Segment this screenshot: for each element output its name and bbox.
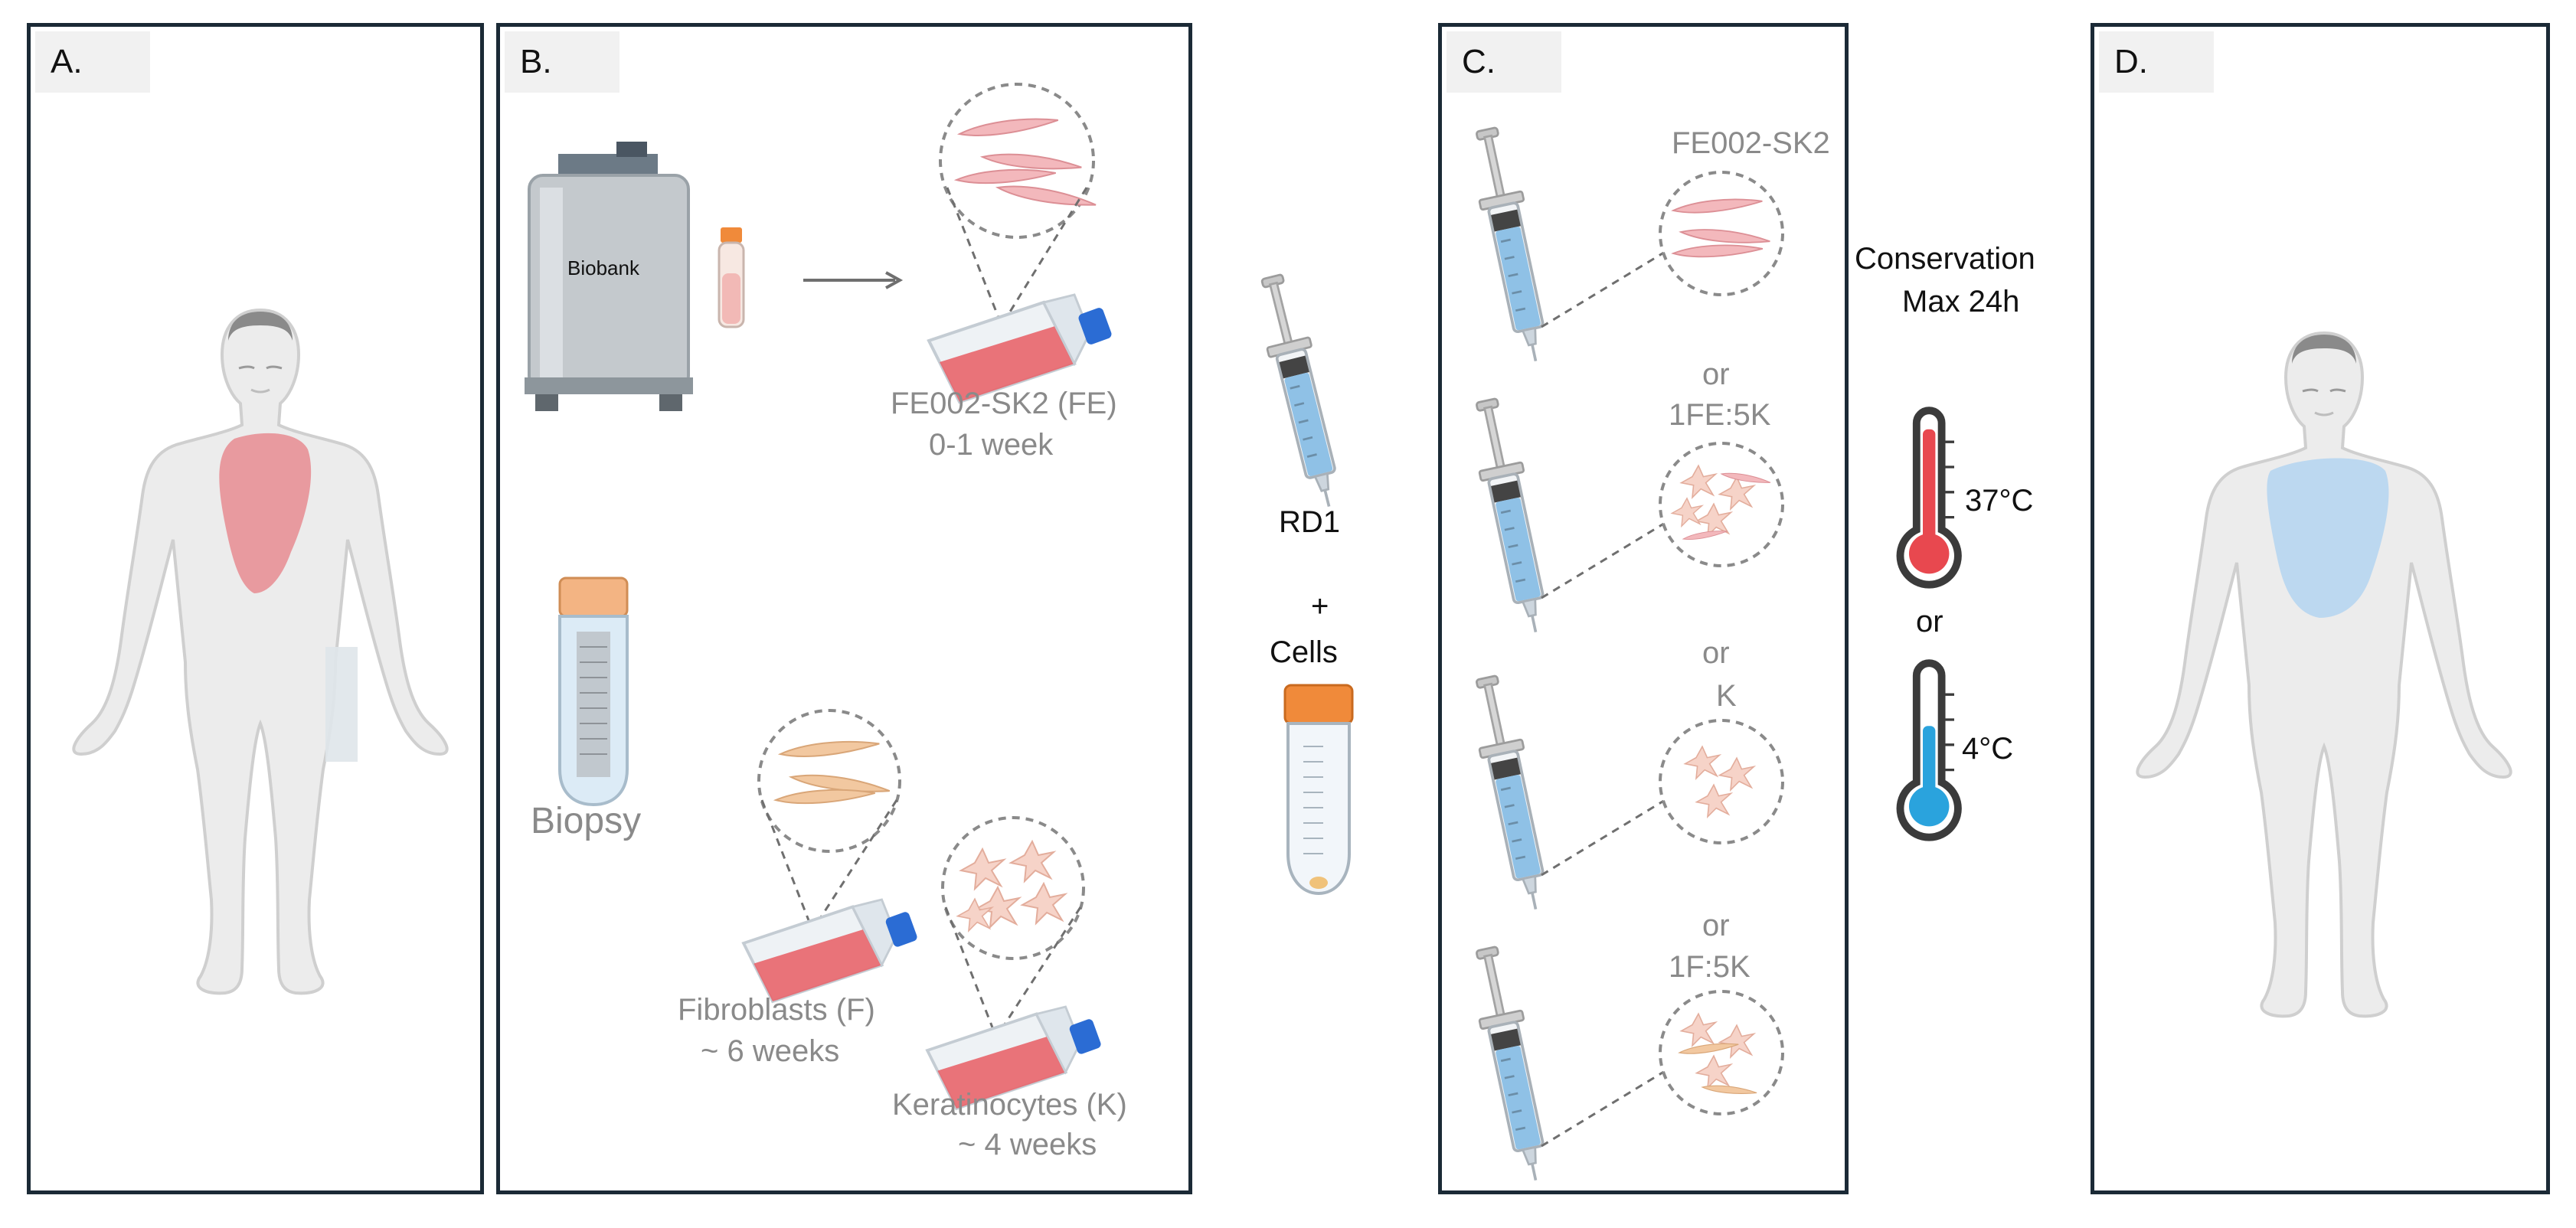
syringe-fe-icon <box>1463 123 1784 367</box>
patient-body-treated-icon <box>72 309 449 995</box>
panel-d: D. <box>2091 23 2550 1194</box>
rd1-label: RD1 <box>1279 505 1341 539</box>
patient-body-healed-icon <box>2136 331 2512 1018</box>
or-label-1: or <box>1702 358 1730 391</box>
panel-d-label: D. <box>2099 31 2214 93</box>
biobank-label: Biobank <box>567 256 639 279</box>
biopsy-tube-icon <box>558 576 629 807</box>
thermometer-cold-icon <box>1891 657 1983 856</box>
conservation-duration: Max 24h <box>1902 285 2020 318</box>
or-label-2: or <box>1702 636 1730 670</box>
syringe-k-icon <box>1463 671 1784 916</box>
option-k-label: K <box>1716 679 1737 713</box>
rd1-syringe-icon <box>1249 269 1352 514</box>
keratinocyte-time-label: ~ 4 weeks <box>958 1128 1097 1161</box>
fibroblast-name-label: Fibroblasts (F) <box>678 993 875 1027</box>
keratinocyte-name-label: Keratinocytes (K) <box>892 1088 1127 1122</box>
panel-a-label: A. <box>35 31 150 93</box>
panel-b: B. Biobank FE002-SK2 (FE) 0-1 week <box>496 23 1192 1194</box>
biopsy-label: Biopsy <box>531 801 642 841</box>
conservation-title: Conservation <box>1855 242 2035 276</box>
cryo-vial-icon <box>718 227 745 328</box>
temp-hot-label: 37°C <box>1965 484 2034 518</box>
option-fe-label: FE002-SK2 <box>1672 126 1830 160</box>
panel-c: C. FE002-SK2 or 1FE:5K or K or 1F:5K <box>1438 23 1849 1194</box>
fe-name-label: FE002-SK2 (FE) <box>891 387 1117 420</box>
plus-sign: + <box>1311 590 1329 623</box>
or-temp-label: or <box>1916 605 1943 638</box>
syringe-1fe5k-icon <box>1463 394 1784 638</box>
biobank-tank-icon <box>525 142 693 411</box>
fibroblast-time-label: ~ 6 weeks <box>701 1034 840 1068</box>
cells-tube-icon <box>1283 684 1354 896</box>
arrow-right-icon <box>803 271 904 289</box>
option-1fe5k-label: 1FE:5K <box>1669 398 1771 432</box>
syringe-1f5k-icon <box>1463 942 1784 1187</box>
panel-a: A. <box>27 23 484 1194</box>
panel-c-label: C. <box>1447 31 1561 93</box>
option-1f5k-label: 1F:5K <box>1669 950 1751 984</box>
fibroblast-culture-zoom-icon <box>742 709 920 1003</box>
cells-label: Cells <box>1270 635 1338 669</box>
thermometer-hot-icon <box>1891 404 1983 603</box>
fe-time-label: 0-1 week <box>929 428 1054 462</box>
fe-culture-zoom-icon <box>927 83 1115 403</box>
or-label-3: or <box>1702 909 1730 942</box>
temp-cold-label: 4°C <box>1962 732 2014 766</box>
panel-b-label: B. <box>505 31 619 93</box>
keratinocyte-culture-zoom-icon <box>926 816 1104 1110</box>
